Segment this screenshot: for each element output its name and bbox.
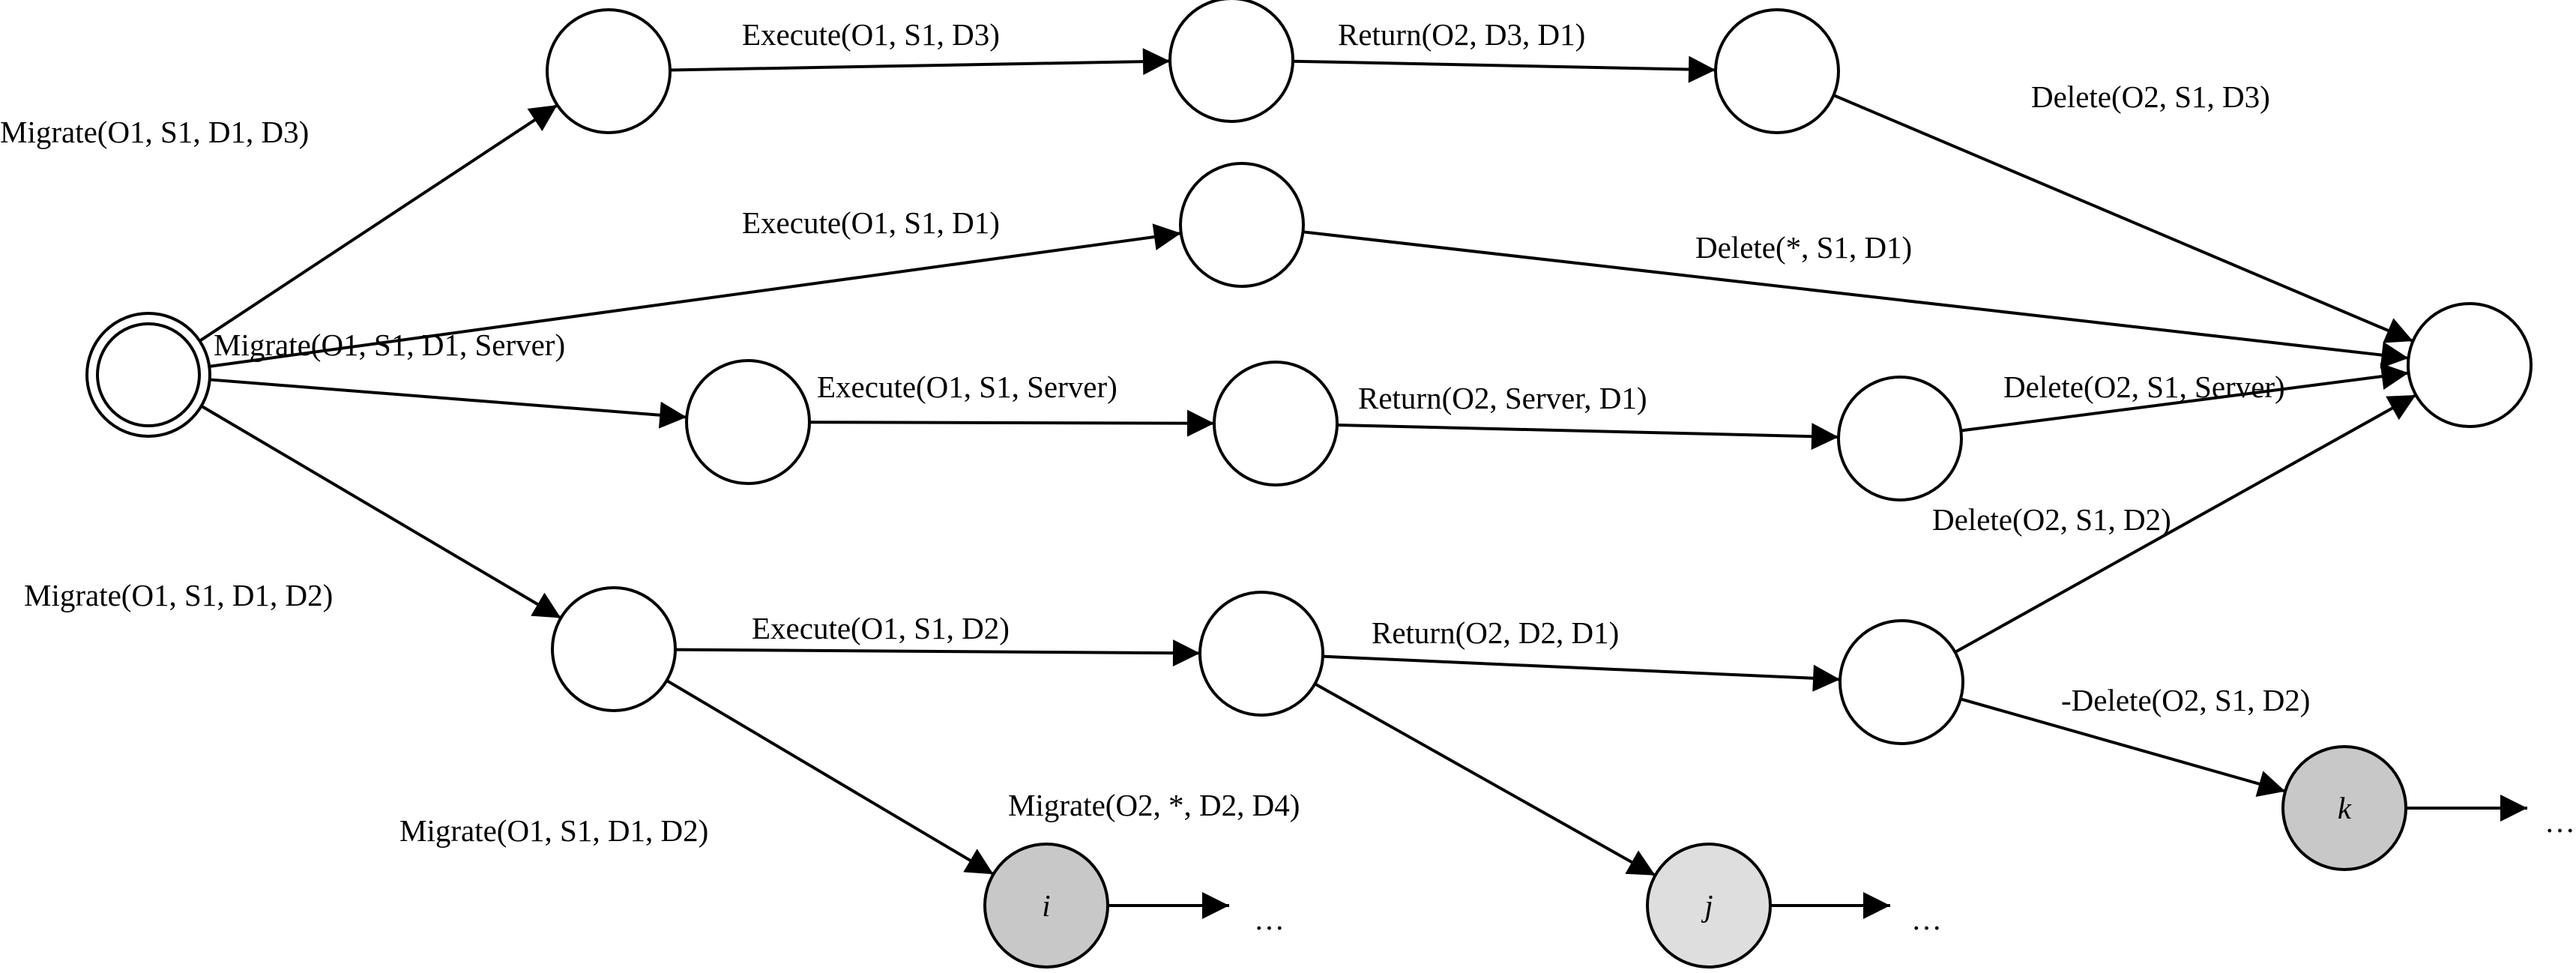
transition-label: Execute(O1, S1, D1) xyxy=(742,205,1000,240)
state-node xyxy=(1179,162,1305,288)
state-node xyxy=(1714,8,1840,134)
transition-label: Migrate(O1, S1, D1, D2) xyxy=(24,578,333,612)
transition-label: Migrate(O1, S1, D1, Server) xyxy=(214,328,565,362)
continuation-ellipsis: … xyxy=(2545,804,2575,839)
state-node xyxy=(1839,619,1964,745)
transition-label: -Delete(O2, S1, D2) xyxy=(2061,683,2310,717)
state-node xyxy=(546,8,672,134)
state-node-label: k xyxy=(2338,791,2352,825)
labels-layer: Migrate(O1, S1, D1, D3) Execute(O1, S1, D… xyxy=(0,17,2575,936)
transition-arrow xyxy=(209,378,687,429)
transition-label: Execute(O1, S1, D2) xyxy=(752,611,1010,645)
transition-label: Return(O2, D3, D1) xyxy=(1338,17,1585,52)
state-node-label: j xyxy=(1701,888,1713,923)
state-node xyxy=(983,843,1109,969)
transition-arrow xyxy=(199,103,558,343)
transition-label: Execute(O1, S1, D3) xyxy=(742,17,1000,52)
nodes-layer xyxy=(85,0,2533,969)
transition-label: Delete(O2, S1, Server) xyxy=(2003,370,2285,404)
transition-arrow xyxy=(1292,55,1716,83)
state-node-label: i xyxy=(1042,888,1050,923)
transition-label: Delete(*, S1, D1) xyxy=(1695,230,1912,265)
continuation-ellipsis: … xyxy=(1254,902,1285,936)
state-node xyxy=(551,586,677,712)
transition-arrow xyxy=(666,679,995,876)
state-node xyxy=(1837,376,1963,501)
transition-label: Migrate(O1, S1, D1, D2) xyxy=(399,813,708,848)
transition-arrow xyxy=(675,639,1201,667)
transition-arrow xyxy=(1314,682,1656,877)
transition-arrow xyxy=(208,223,1182,368)
state-node xyxy=(2407,302,2533,428)
state-node xyxy=(1213,361,1339,486)
edges-layer xyxy=(199,48,2527,919)
transition-arrow xyxy=(1303,230,2409,369)
transition-arrow xyxy=(1961,363,2409,433)
state-node xyxy=(685,359,811,485)
transition-arrow xyxy=(669,48,1171,76)
state-node xyxy=(1168,0,1294,123)
transition-arrow xyxy=(1322,654,1841,692)
transition-label: Delete(O2, S1, D3) xyxy=(2031,79,2270,114)
transition-label: Execute(O1, S1, Server) xyxy=(817,370,1117,404)
start-state-node xyxy=(85,312,211,438)
transition-label: Return(O2, D2, D1) xyxy=(1372,615,1619,650)
transition-arrow xyxy=(1960,697,2286,798)
transition-label: Return(O2, Server, D1) xyxy=(1358,381,1647,415)
transition-arrow xyxy=(1336,423,1839,451)
start-state-inner-ring xyxy=(96,322,201,427)
state-node xyxy=(1198,591,1324,717)
transition-label: Migrate(O2, *, D2, D4) xyxy=(1008,788,1300,822)
transition-label: Migrate(O1, S1, D1, D3) xyxy=(0,115,309,149)
state-node xyxy=(1646,843,1772,969)
transition-arrow xyxy=(200,404,562,620)
transition-label: Delete(O2, S1, D2) xyxy=(1932,502,2171,537)
continuation-ellipsis: … xyxy=(1911,902,1942,936)
transition-arrow xyxy=(1954,394,2417,654)
transition-arrow xyxy=(809,409,1215,437)
transition-arrow xyxy=(1833,94,2414,343)
state-node xyxy=(2281,745,2407,871)
